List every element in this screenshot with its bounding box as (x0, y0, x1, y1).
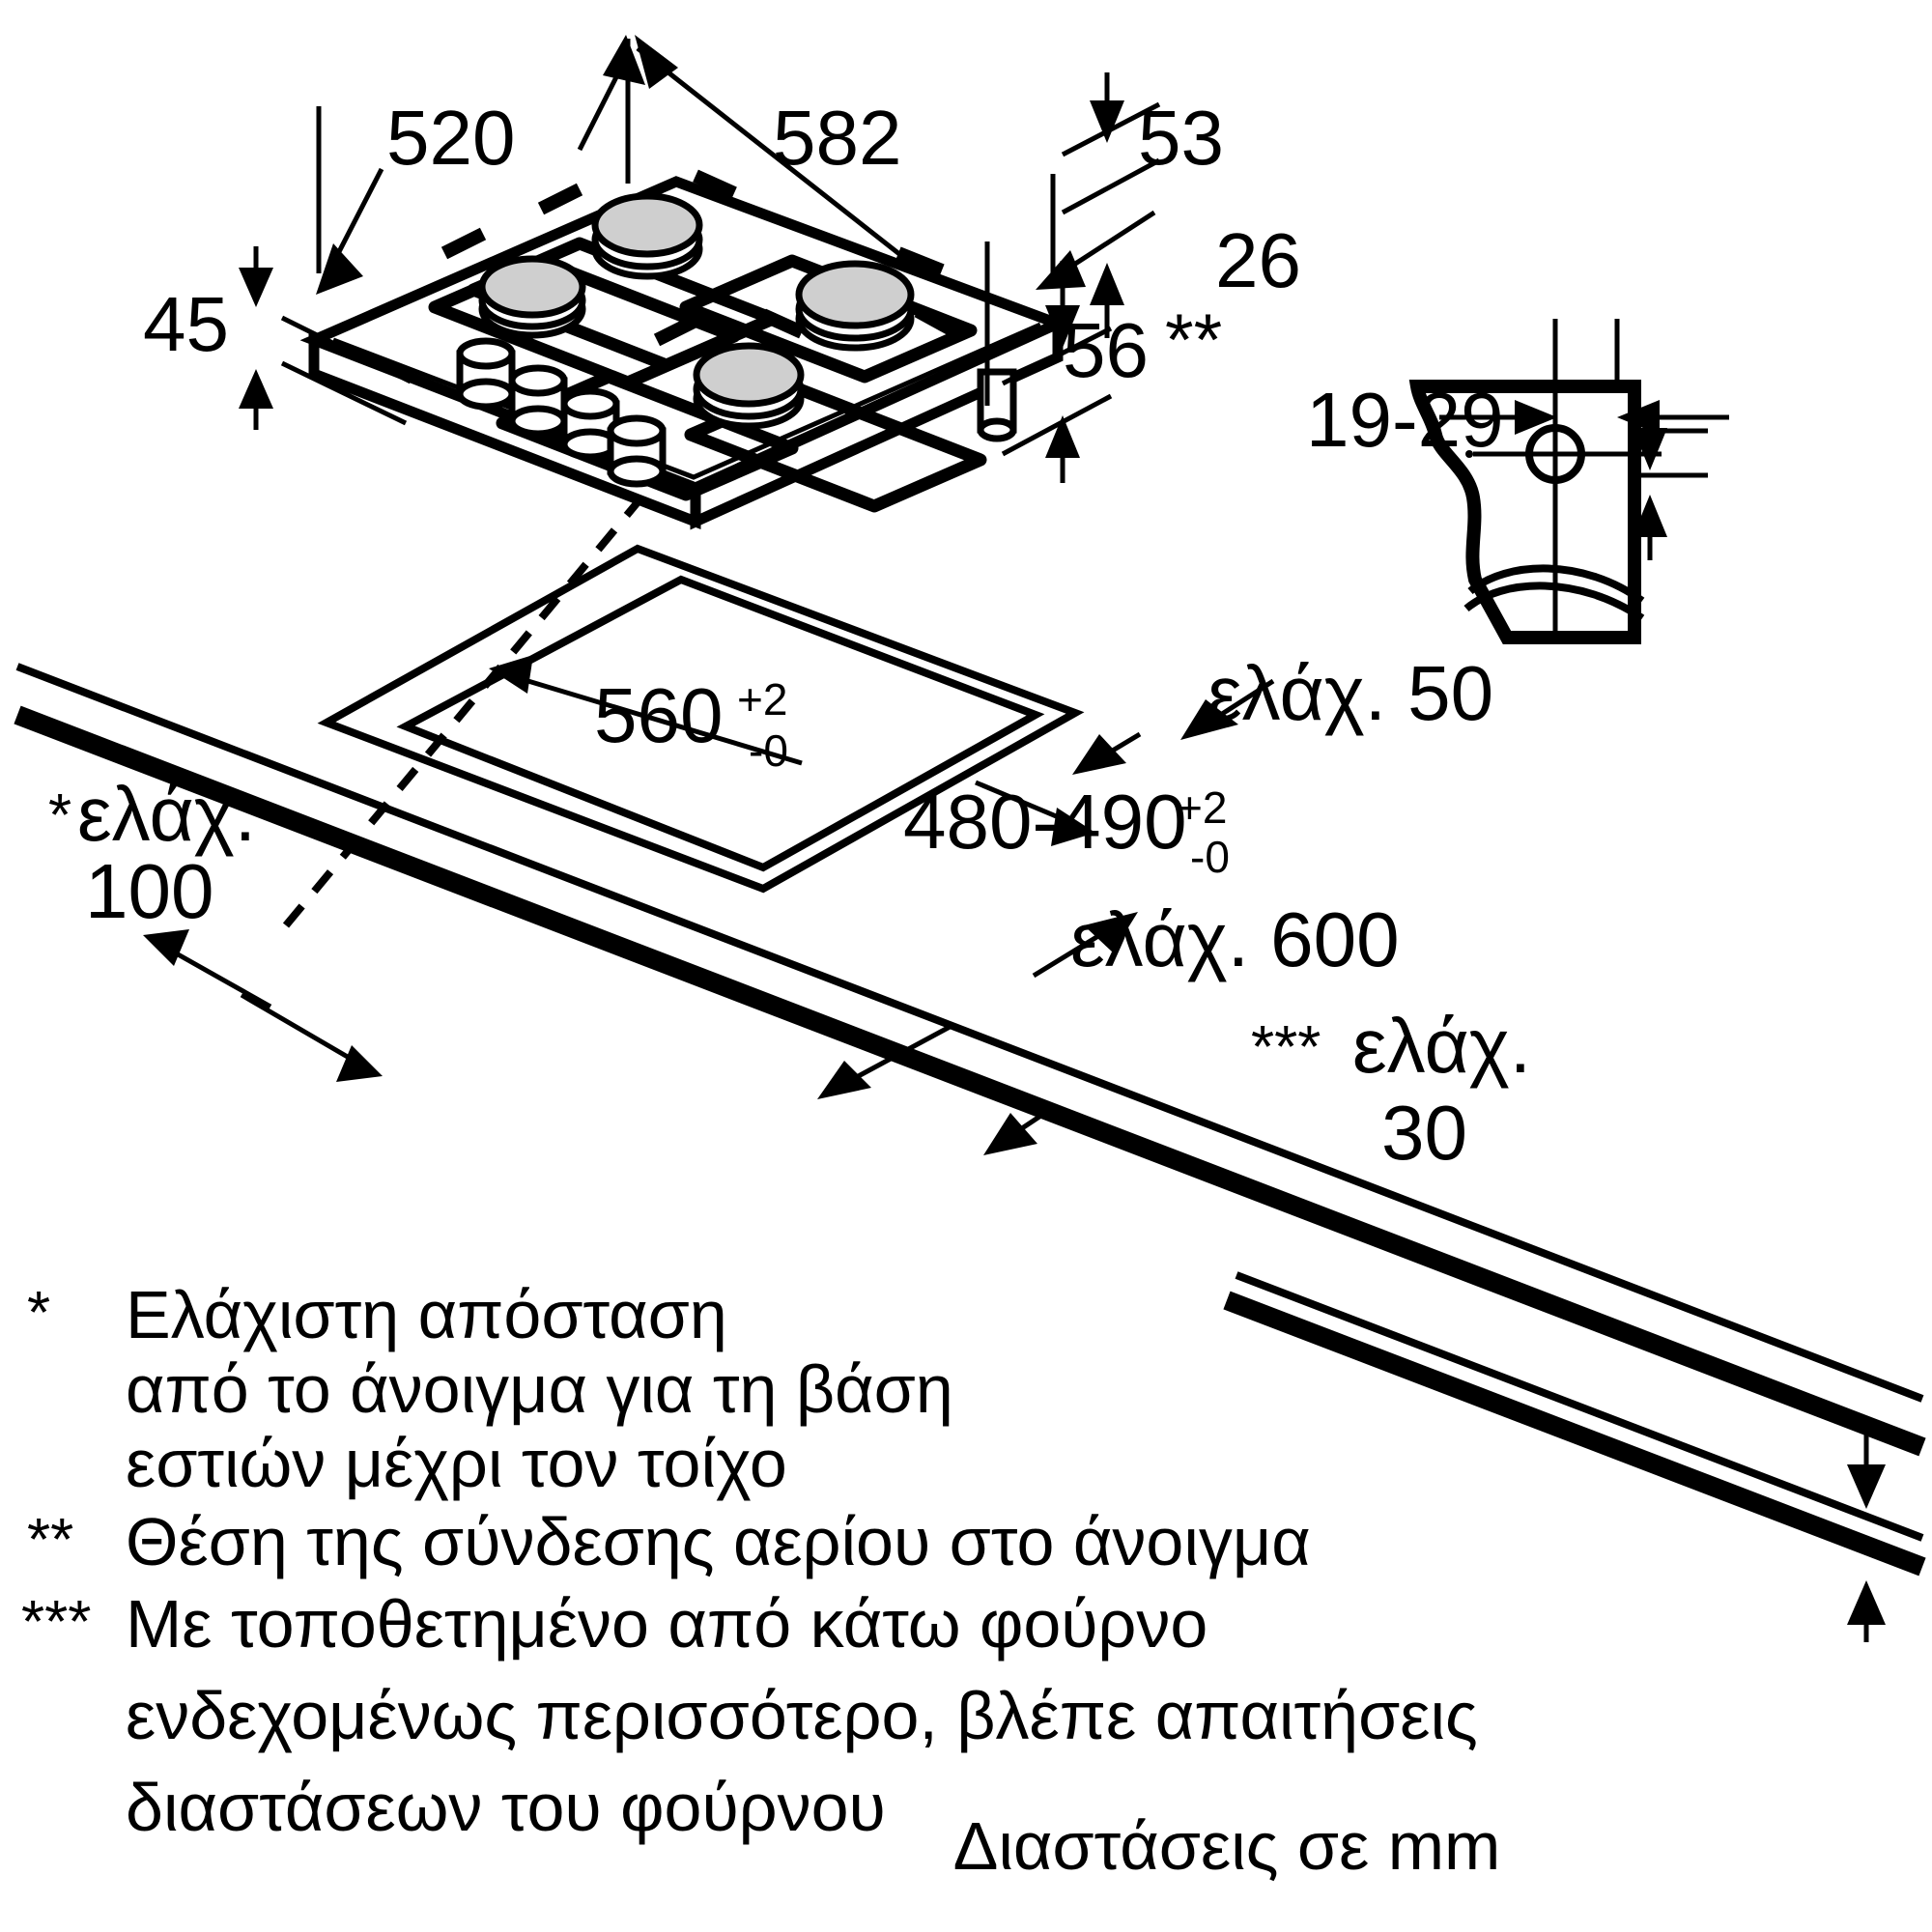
gas-connection-detail (1408, 319, 1729, 644)
burner-right (795, 260, 915, 352)
control-knob-4 (607, 414, 667, 488)
label-cutout-depth-tol-plus: +2 (1177, 782, 1227, 833)
hob-assembly (299, 169, 1072, 530)
worktop (14, 499, 1926, 1642)
label-cutout-width: 560 (594, 672, 723, 758)
footnote-3-line-3: διαστάσεων του φούρνου (126, 1770, 886, 1845)
control-knob-3 (560, 387, 620, 461)
label-gas-conn-mark: ** (1165, 299, 1222, 382)
footnote-1-line-2: από το άνοιγμα για τη βάση (126, 1351, 953, 1427)
footnotes-block: * Ελάχιστη απόσταση από το άνοιγμα για τ… (21, 1277, 1500, 1884)
burner-front-center (693, 342, 805, 430)
label-cutout-depth-tol-minus: -0 (1190, 832, 1230, 882)
label-gas-conn-range: 19-29 (1306, 377, 1504, 463)
label-under-depth: 56 (1063, 307, 1149, 393)
grate-prongs (440, 169, 960, 347)
worktop-cutout (317, 544, 1085, 894)
hob-dimension-lines (239, 35, 1161, 483)
dimension-labels: 520 582 53 45 56 26 ** 19-29 560 +2 -0 4… (48, 95, 1531, 1176)
control-knob-2 (508, 364, 568, 438)
label-hob-depth: 520 (386, 95, 515, 181)
label-min-rear: ελάχ. 50 (1208, 650, 1493, 736)
footnote-1-line-1: Ελάχιστη απόσταση (126, 1277, 727, 1352)
burner-rear-center (591, 192, 703, 280)
label-min-below: ελάχ. (1352, 1003, 1531, 1089)
label-min-wall-distance: ελάχ. (77, 771, 256, 857)
footnote-1-mark: * (27, 1280, 50, 1347)
label-frame-height-right: 53 (1138, 95, 1224, 181)
units-label: Διαστάσεις σε mm (953, 1808, 1501, 1884)
label-cutout-tol-minus: -0 (749, 725, 788, 776)
gas-connection-profile (1408, 380, 1641, 644)
footnote-2-mark: ** (27, 1507, 73, 1574)
footnote-1-line-3: εστιών μέχρι τον τοίχο (126, 1426, 787, 1501)
label-cutout-tol-plus: +2 (737, 674, 787, 724)
footnote-2-line-1: Θέση της σύνδεσης αερίου στο άνοιγμα (126, 1504, 1311, 1579)
label-cutout-depth: 480-490 (903, 779, 1187, 865)
label-hob-width: 582 (773, 95, 901, 181)
label-frame-height-left: 45 (143, 281, 229, 367)
hob-rim-line (332, 322, 1042, 480)
footnote-3-line-1: Με τοποθετημένο από κάτω φούρνο (126, 1586, 1208, 1662)
label-min-wall-mark: * (48, 782, 71, 849)
projection-line (282, 499, 641, 928)
label-min-wall-distance-value: 100 (85, 848, 213, 934)
footnote-3-line-2: ενδεχομένως περισσότερο, βλέπε απαιτήσει… (126, 1678, 1478, 1753)
label-min-below-value: 30 (1381, 1090, 1467, 1176)
label-min-below-mark: *** (1251, 1014, 1321, 1081)
control-knob-1 (456, 337, 516, 411)
label-gas-conn-offset: 26 (1215, 217, 1301, 303)
burner-left (478, 255, 586, 339)
control-knobs (456, 337, 667, 488)
label-min-worktop-depth: ελάχ. 600 (1070, 896, 1400, 982)
footnote-3-mark: *** (21, 1589, 91, 1656)
